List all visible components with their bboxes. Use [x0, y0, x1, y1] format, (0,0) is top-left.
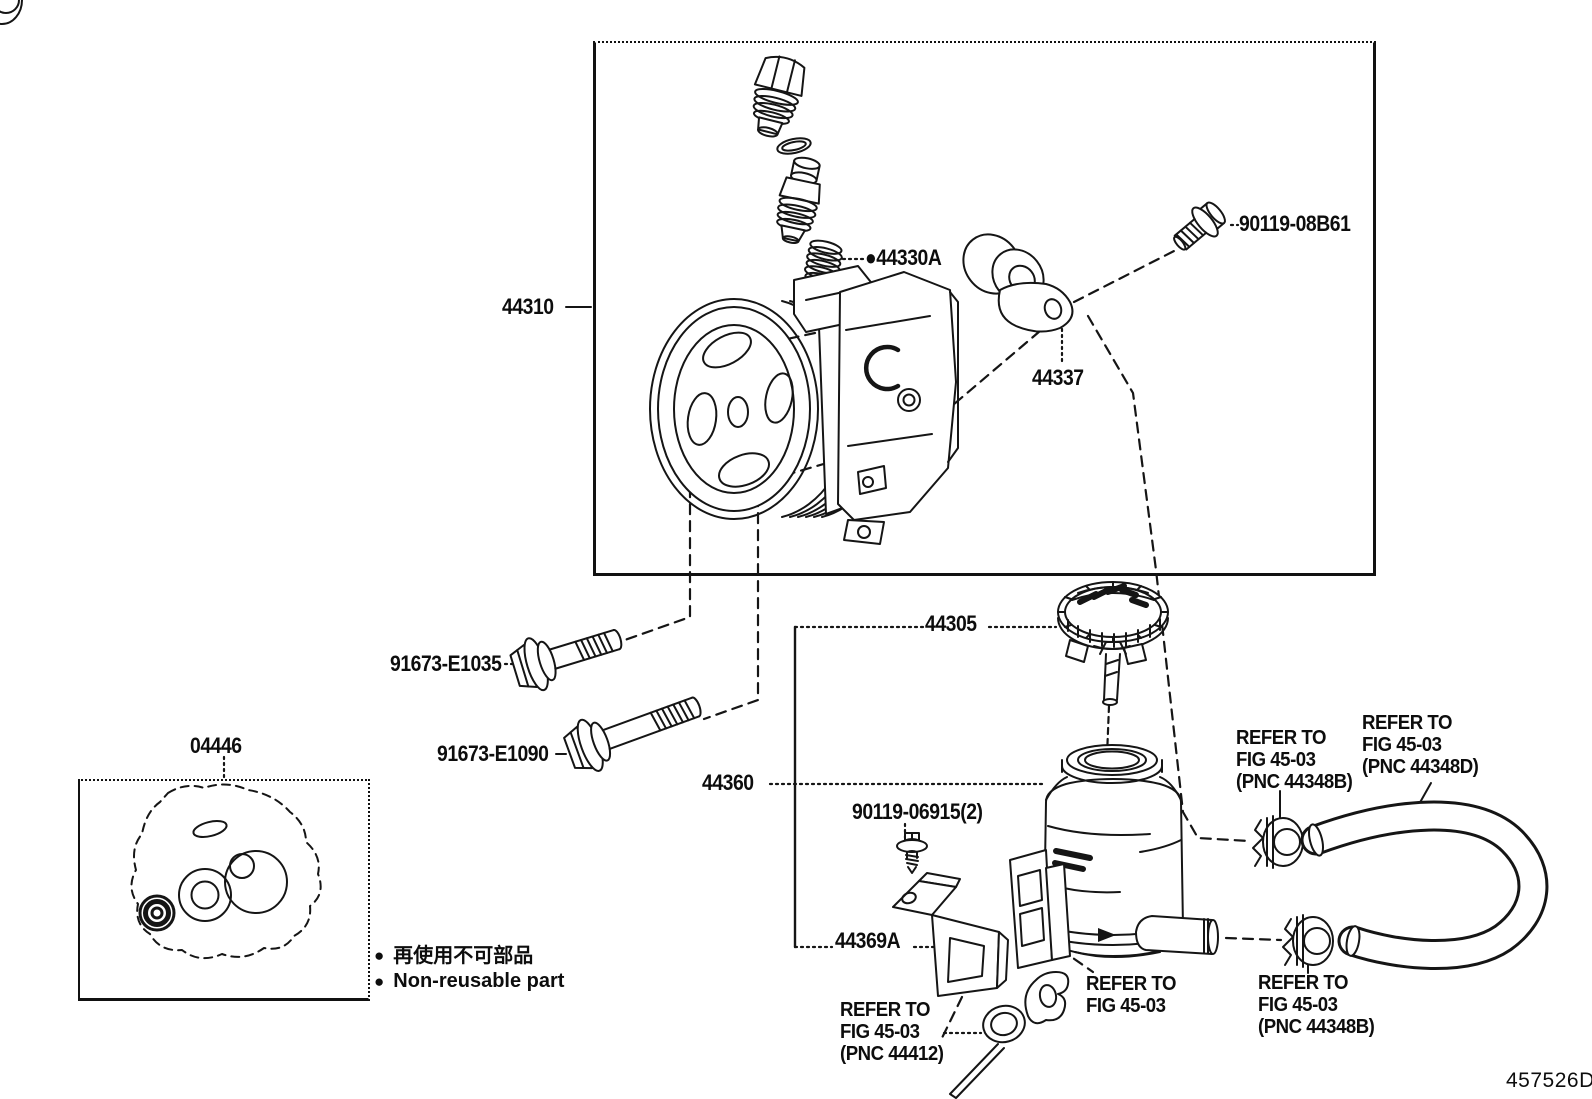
non-reusable-bullet-icon: ● [374, 945, 385, 965]
note-grommet: REFER TO FIG 45-03 (PNC 44412) [840, 999, 944, 1065]
callout-gasket-kit: 04446 [190, 733, 242, 758]
callout-reservoir-screw: 90119-06915(2) [852, 799, 983, 824]
dotted-leaders [222, 223, 1240, 1035]
callout-pump-assy: 44310 [502, 294, 554, 319]
figure-code: 457526D [1506, 1069, 1592, 1092]
bolt-e1035-drawing [509, 629, 623, 692]
union-bolt-drawing [1173, 201, 1226, 251]
pulley-slots [686, 331, 794, 488]
grommet-set-drawing [949, 971, 1070, 1099]
callout-spring: ●44330A [865, 245, 942, 270]
legend-jp-text: 再使用不可部品 [393, 943, 534, 967]
non-reusable-bullet-icon: ● [374, 971, 385, 991]
callout-bolt-short: 91673-E1035 [390, 651, 502, 676]
o-ring-drawing [776, 137, 812, 155]
legend-en-text: Non-reusable part [393, 970, 565, 992]
pressure-port-union-drawing [752, 55, 806, 138]
pump-drawing [649, 265, 959, 545]
callout-union-bolt: 90119-08B61 [1239, 211, 1351, 236]
legend-jp: ● 再使用不可部品 [374, 945, 533, 965]
gasket-kit-frame [78, 779, 370, 1001]
flow-control-valve-drawing [776, 156, 821, 244]
gasket-kit-drawing [130, 783, 322, 960]
hose-drawing [1300, 800, 1549, 971]
note-clamp-lower: REFER TO FIG 45-03 (PNC 44348B) [1258, 972, 1375, 1038]
pump-assembly-frame [593, 41, 1376, 576]
note-reservoir-clamp: REFER TO FIG 45-03 [1086, 973, 1176, 1017]
reservoir-bracket-drawing [892, 872, 1009, 997]
reservoir-screw-drawing [896, 832, 928, 874]
note-clamp-upper: REFER TO FIG 45-03 (PNC 44348B) [1236, 727, 1353, 793]
bolt-e1090-drawing [563, 696, 702, 772]
callout-bolt-long: 91673-E1090 [437, 741, 549, 766]
legend-en: ● Non-reusable part [374, 971, 564, 991]
reservoir-drawing [1009, 744, 1219, 969]
callout-reservoir-cap: 44305 [925, 611, 977, 636]
hose-clamp-drawing [0, 0, 23, 25]
reservoir-cap-drawing [1057, 581, 1169, 706]
note-hose: REFER TO FIG 45-03 (PNC 44348D) [1362, 712, 1479, 778]
callout-reservoir-bracket: 44369A [835, 928, 901, 953]
callout-suction-connector: 44337 [1032, 365, 1084, 390]
callout-reservoir: 44360 [702, 770, 754, 795]
suction-connector-drawing [962, 233, 1074, 333]
